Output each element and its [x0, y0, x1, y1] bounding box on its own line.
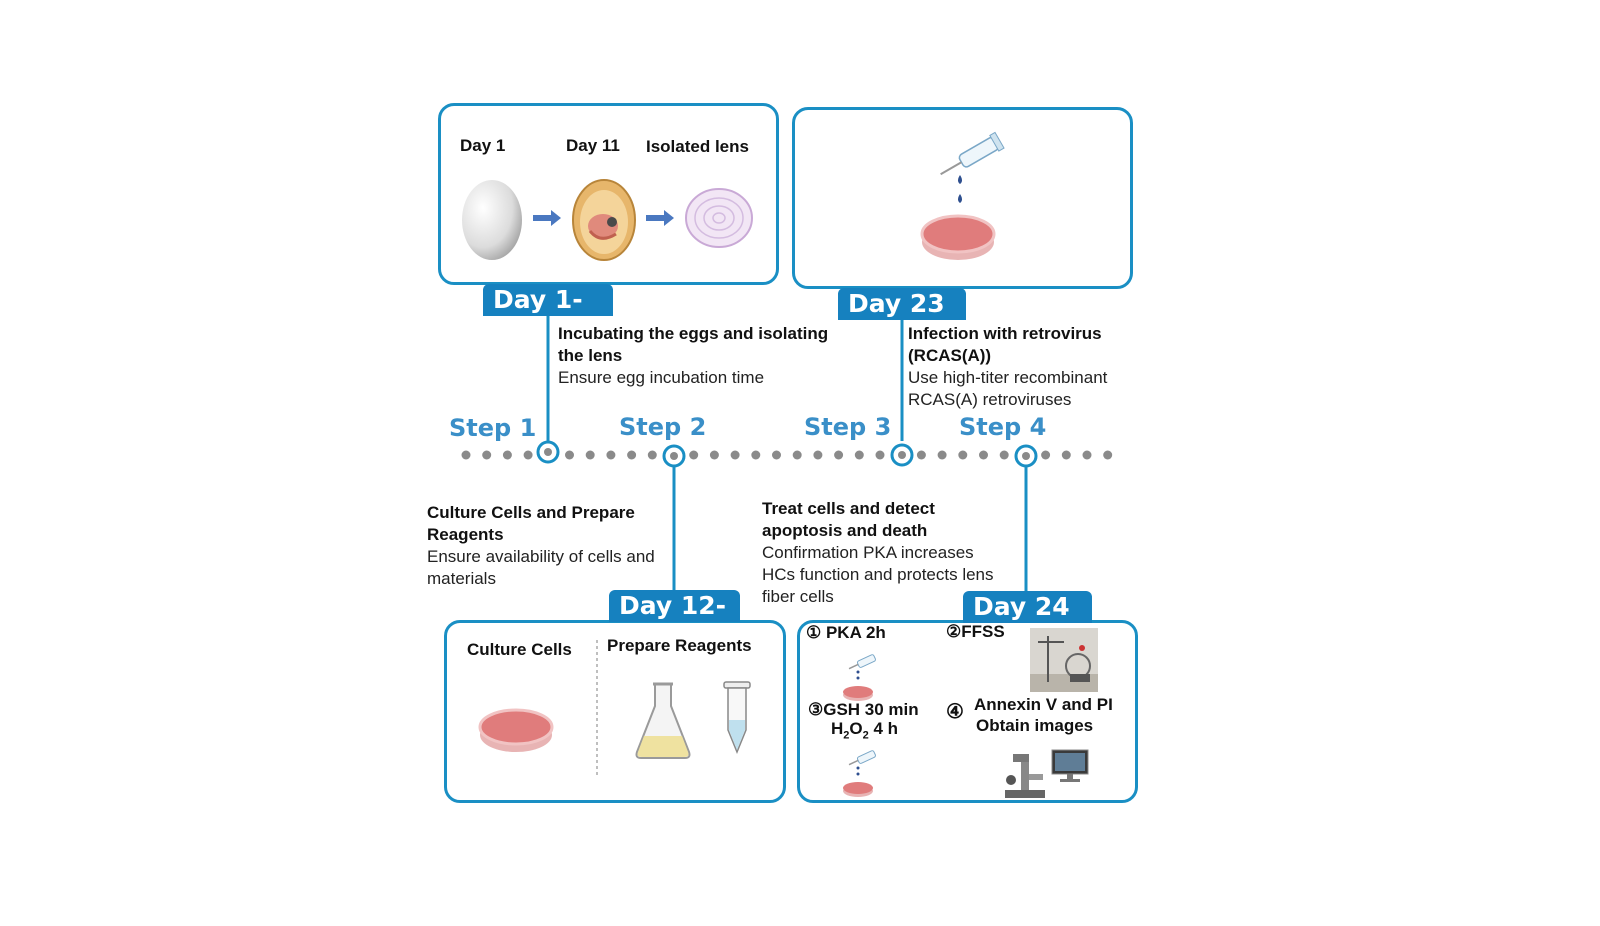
step-2-note-cont: materials	[427, 569, 496, 588]
step-3-title-cont: (RCAS(A))	[908, 346, 992, 365]
item-3-h2o2: H2O2 4 h	[831, 719, 898, 741]
step-4-note-cont: HCs function and protects lens	[762, 565, 994, 584]
day-tag-23: Day 23	[838, 288, 966, 320]
embryo-egg-icon	[572, 179, 636, 261]
timeline-dot	[627, 450, 637, 460]
item-2-ffss: ②FFSS	[946, 622, 1005, 641]
step-3-label: Step 3	[804, 413, 892, 441]
timeline-dot	[1041, 450, 1051, 460]
step-2-label: Step 2	[619, 413, 707, 441]
item-3-gsh: ③GSH 30 min	[808, 700, 919, 719]
egg-icon	[462, 180, 522, 260]
step-4-title-cont: apoptosis and death	[762, 521, 928, 540]
step-1-note: Ensure egg incubation time	[558, 368, 765, 387]
step-2-description: Culture Cells and Prepare Reagents Ensur…	[427, 502, 677, 590]
step-3-description: Infection with retrovirus (RCAS(A)) Use …	[908, 323, 1138, 411]
h2o2-time: 4 h	[868, 719, 899, 738]
step-4-description: Treat cells and detect apoptosis and dea…	[762, 498, 1022, 608]
timeline-dot	[523, 450, 533, 460]
timeline-dot	[772, 450, 781, 460]
ffss-apparatus-photo	[1030, 628, 1098, 692]
flask-icon	[635, 682, 691, 759]
label-day-11: Day 11	[566, 136, 620, 155]
h2o2-o: O	[849, 719, 863, 738]
arrow-right-icon	[646, 210, 674, 226]
step-2-title-cont: Reagents	[427, 525, 504, 544]
item-4-obtain-images: Obtain images	[976, 716, 1094, 735]
step-4-note-end: fiber cells	[762, 587, 834, 606]
timeline-dot	[813, 450, 823, 460]
timeline-dot	[585, 450, 595, 460]
timeline-dot	[565, 450, 574, 460]
day-tag-1-11: Day 1-11	[483, 284, 613, 346]
timeline-dot	[606, 450, 616, 460]
item-1-pka: ① PKA 2h	[806, 623, 886, 642]
monitor-icon	[1051, 749, 1089, 782]
tube-icon	[723, 681, 751, 754]
label-isolated-lens: Isolated lens	[646, 137, 749, 156]
h2o2-sub-2: 2	[862, 729, 869, 742]
timeline-dot	[709, 450, 719, 460]
small-pipette-dish-icon	[843, 654, 876, 701]
timeline-dot	[482, 450, 492, 460]
microscope-icon	[1005, 754, 1045, 798]
step-3-note-cont: RCAS(A) retroviruses	[908, 390, 1072, 409]
pipette-dish-icon	[920, 131, 1005, 260]
label-prepare-reagents: Prepare Reagents	[607, 636, 752, 655]
step-4-note: Confirmation PKA increases	[762, 543, 974, 562]
item-4-number: ④	[946, 701, 964, 723]
timeline-dot	[875, 450, 885, 460]
timeline-dot	[461, 450, 471, 460]
lens-icon	[685, 188, 753, 248]
culture-dish-icon	[478, 708, 554, 752]
step-2-title: Culture Cells and Prepare	[427, 503, 635, 522]
timeline-dot	[751, 450, 761, 460]
timeline-dot	[647, 450, 657, 460]
step-3-title: Infection with retrovirus	[908, 324, 1102, 343]
arrow-right-icon	[533, 210, 561, 226]
timeline-dot	[979, 450, 988, 460]
timeline-dot	[1082, 450, 1092, 460]
step-1-title: Incubating the eggs and isolating	[558, 324, 829, 343]
timeline-dot	[854, 450, 864, 460]
timeline-dot	[689, 450, 699, 460]
timeline-dot	[958, 450, 968, 460]
day-tag-24: Day 24	[963, 591, 1092, 623]
timeline-dot	[916, 450, 926, 460]
step-4-title: Treat cells and detect	[762, 499, 935, 518]
timeline-dot	[792, 450, 802, 460]
label-culture-cells: Culture Cells	[467, 640, 572, 659]
timeline-dot	[834, 450, 844, 460]
small-pipette-dish-icon	[843, 750, 876, 797]
step-1-label: Step 1	[449, 414, 537, 442]
item-4-annexin: Annexin V and PI	[974, 695, 1113, 714]
timeline-dot	[937, 450, 947, 460]
day-tag-12-23: Day 12-23	[609, 590, 740, 652]
step-1-title-cont: the lens	[558, 346, 623, 365]
timeline-dot	[1103, 450, 1113, 460]
timeline-dot	[999, 450, 1009, 460]
timeline-dot	[502, 450, 512, 460]
step-2-note: Ensure availability of cells and	[427, 547, 655, 566]
step-1-description: Incubating the eggs and isolating the le…	[558, 323, 858, 389]
label-day-1: Day 1	[460, 136, 506, 155]
step-3-note: Use high-titer recombinant	[908, 368, 1108, 387]
h2o2-h: H	[831, 719, 844, 738]
timeline-dot	[730, 450, 740, 460]
timeline-dot	[1061, 450, 1071, 460]
step-4-label: Step 4	[959, 413, 1047, 441]
h2o2-sub-1: 2	[843, 729, 850, 742]
